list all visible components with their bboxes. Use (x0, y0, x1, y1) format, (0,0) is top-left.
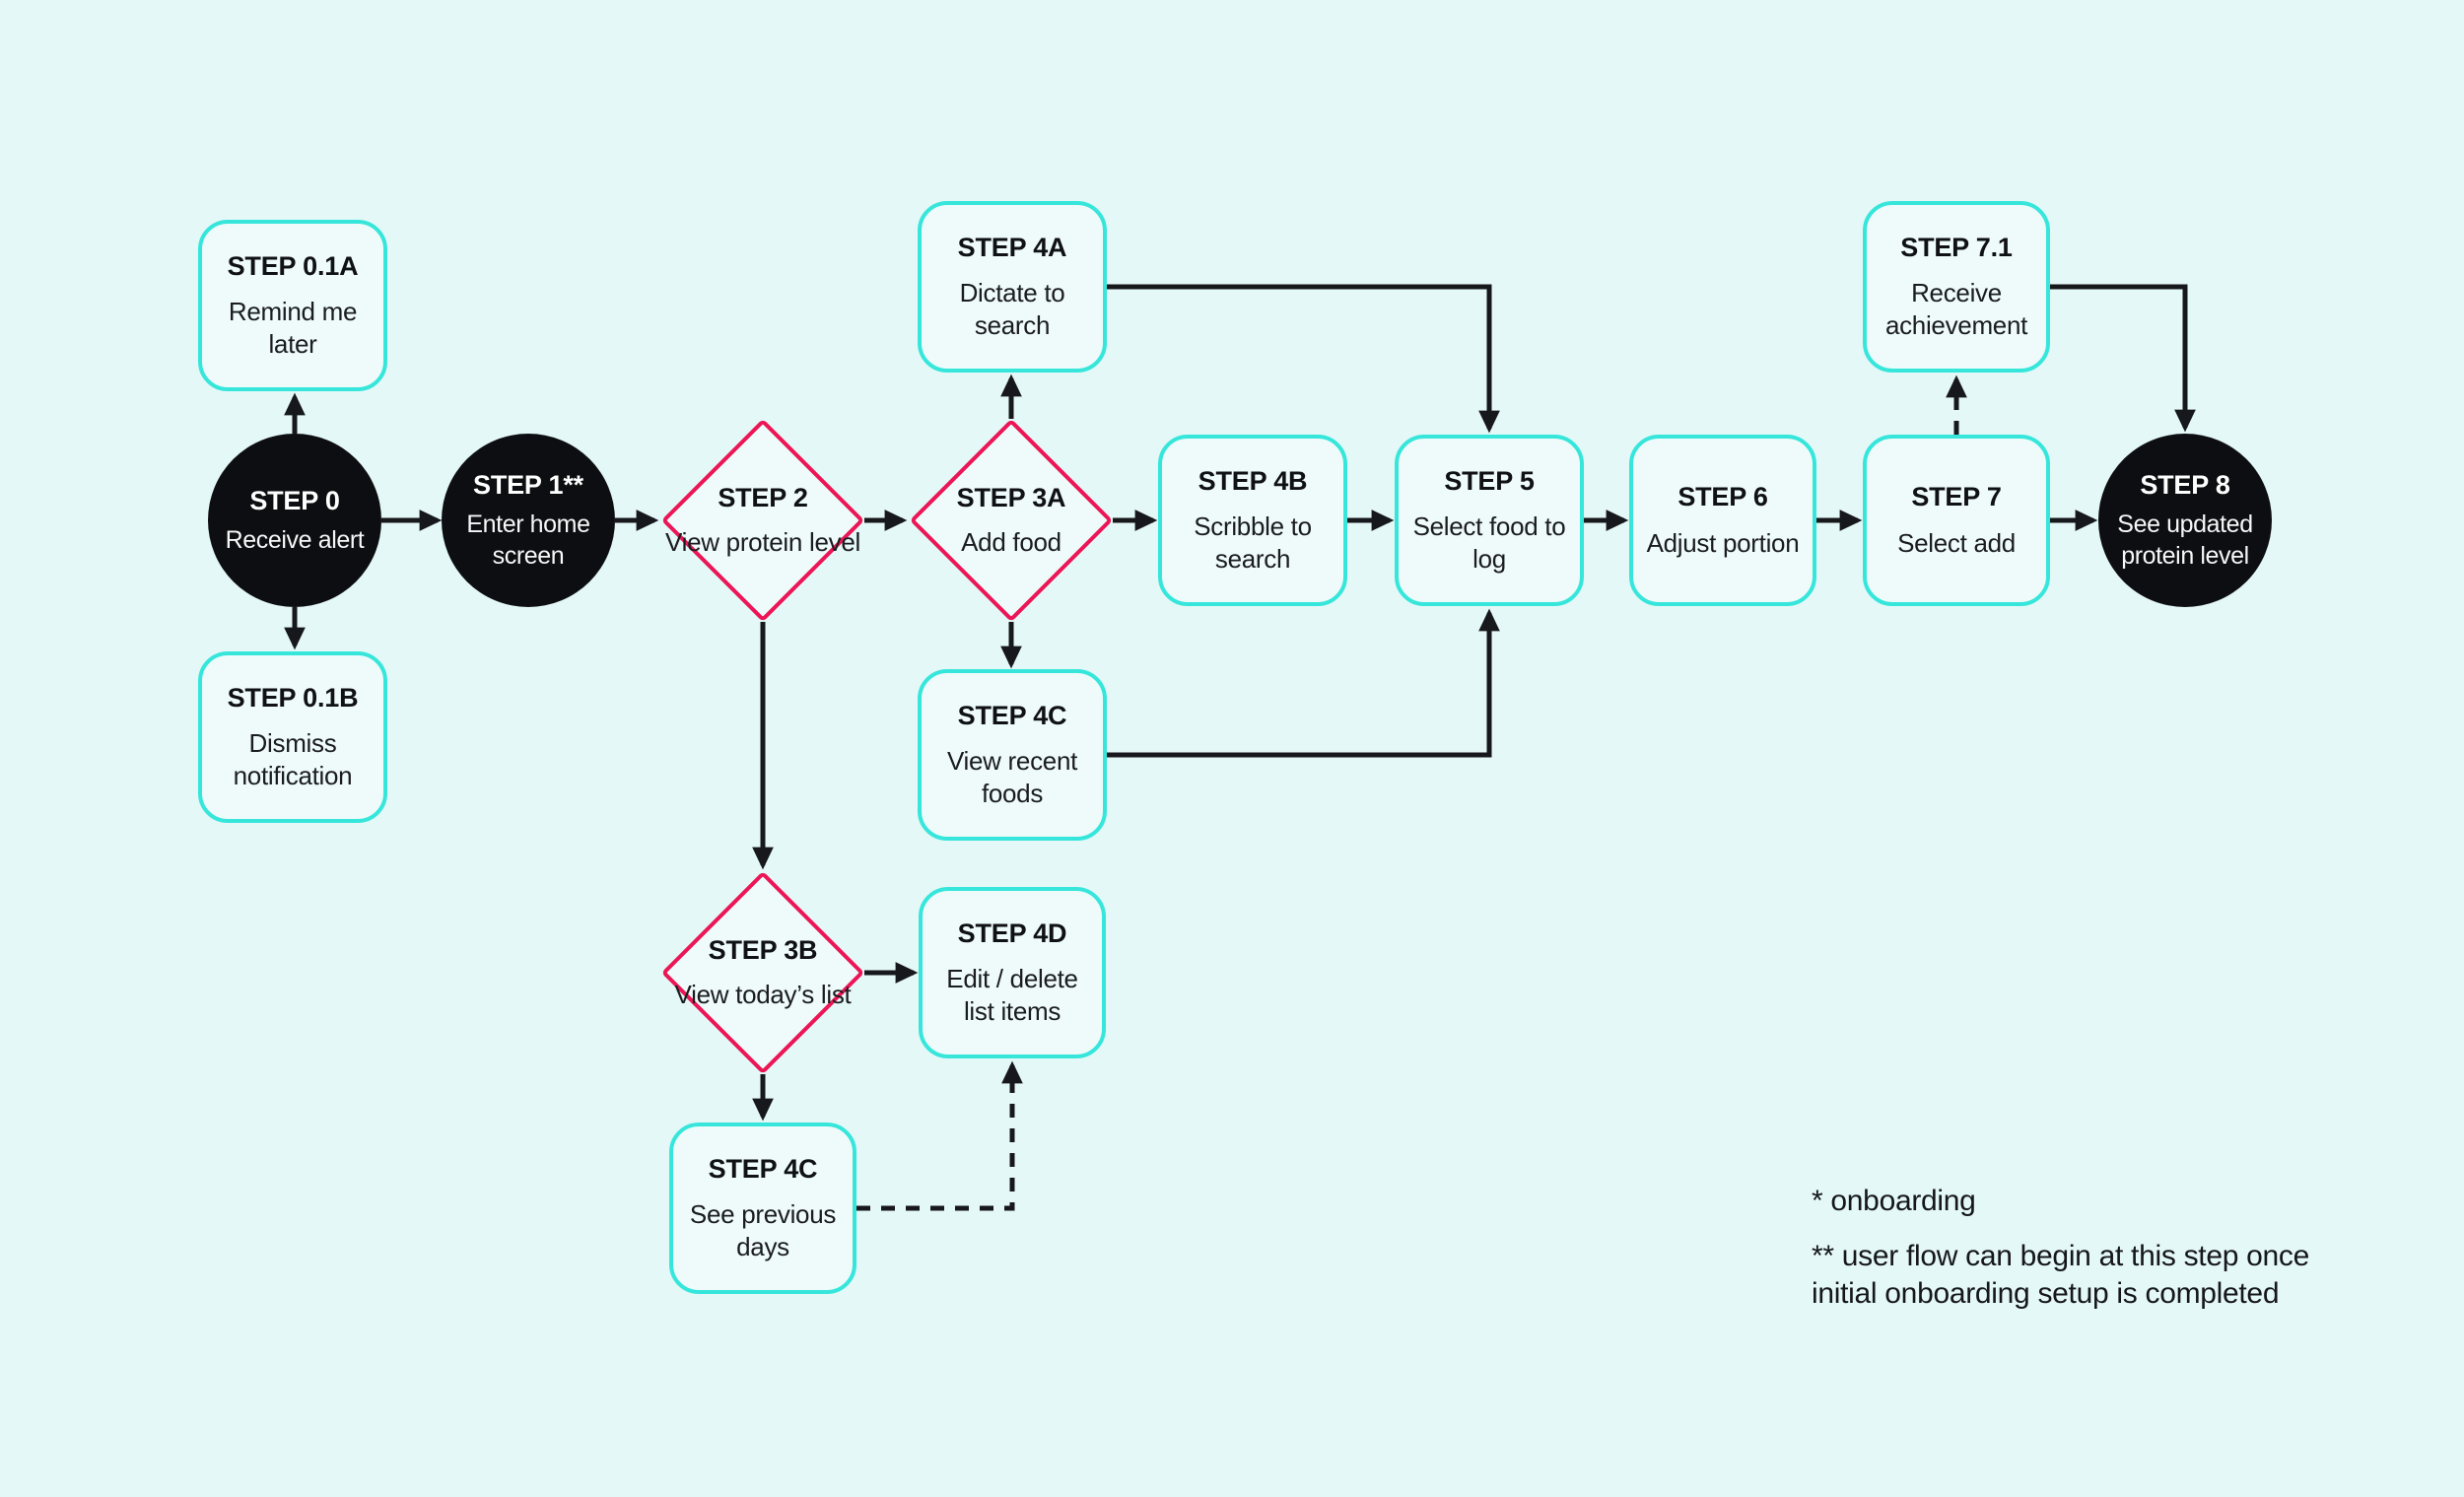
node-title: STEP 5 (1444, 465, 1535, 496)
node-step-1: STEP 1** Enter home screen (442, 434, 615, 607)
node-step-5: STEP 5 Select food to log (1395, 435, 1584, 606)
node-step-7-1: STEP 7.1 Receive achievement (1863, 201, 2050, 373)
node-title: STEP 0.1B (227, 682, 359, 713)
connector-step4c-previous-step4d-dashed (856, 1060, 1023, 1211)
node-step-0-1a: STEP 0.1A Remind me later (198, 220, 387, 391)
node-label: Receive achievement (1884, 277, 2028, 341)
footnote-userflow-line1: ** user flow can begin at this step once (1812, 1240, 2309, 1272)
node-title: STEP 4C (708, 1153, 818, 1184)
node-label: Dismiss notification (233, 727, 353, 791)
node-title: STEP 6 (1677, 482, 1768, 512)
node-label: Dictate to search (959, 277, 1065, 341)
node-label: See updated protein level (2117, 510, 2253, 571)
node-step-2: STEP 2 View protein level (660, 418, 865, 623)
node-step-0: STEP 0 Receive alert (208, 434, 381, 607)
node-title: STEP 0.1A (227, 250, 359, 281)
node-label: View today’s list (674, 979, 852, 1009)
node-title: STEP 0 (249, 485, 340, 515)
node-title: STEP 8 (2140, 469, 2230, 500)
node-title: STEP 7.1 (1900, 232, 2013, 262)
footnotes: * onboarding ** user flow can begin at t… (1812, 1183, 2403, 1313)
node-label: Select food to log (1412, 510, 1566, 575)
node-title: STEP 2 (718, 483, 808, 513)
node-step-4a: STEP 4A Dictate to search (918, 201, 1107, 373)
node-title: STEP 3B (708, 935, 818, 966)
node-label: View recent foods (946, 745, 1078, 809)
node-step-7: STEP 7 Select add (1863, 435, 2050, 606)
connector-step7-1-step8 (2050, 284, 2196, 433)
connector-step4c-recent-step5 (1107, 608, 1500, 758)
node-title: STEP 4A (957, 232, 1067, 262)
node-title: STEP 3A (956, 483, 1066, 513)
connector-step4a-step5 (1107, 284, 1500, 434)
node-label: See previous days (689, 1198, 837, 1262)
node-step-3a: STEP 3A Add food (909, 418, 1114, 623)
node-label: Enter home screen (466, 510, 590, 571)
node-step-6: STEP 6 Adjust portion (1629, 435, 1816, 606)
node-title: STEP 4C (957, 700, 1067, 730)
node-label: Select add (1897, 527, 2016, 558)
node-label: Scribble to search (1194, 510, 1312, 575)
node-step-4b: STEP 4B Scribble to search (1158, 435, 1347, 606)
footnote-onboarding: * onboarding (1812, 1185, 1976, 1217)
node-label: View protein level (665, 526, 860, 557)
node-title: STEP 1** (473, 469, 583, 500)
node-title: STEP 4B (1198, 465, 1308, 496)
node-label: Adjust portion (1646, 527, 1800, 558)
node-label: Edit / delete list items (946, 963, 1078, 1027)
node-step-0-1b: STEP 0.1B Dismiss notification (198, 651, 387, 823)
node-step-4c-previous: STEP 4C See previous days (669, 1123, 856, 1294)
footnote-userflow-line2: initial onboarding setup is completed (1812, 1277, 2280, 1310)
node-label: Add food (961, 526, 1061, 557)
node-title: STEP 4D (957, 918, 1067, 948)
node-step-4d: STEP 4D Edit / delete list items (919, 887, 1106, 1058)
node-label: Remind me later (228, 296, 358, 360)
node-title: STEP 7 (1911, 482, 2002, 512)
node-step-4c-recent: STEP 4C View recent foods (918, 669, 1107, 841)
node-step-8: STEP 8 See updated protein level (2098, 434, 2272, 607)
node-step-3b: STEP 3B View today’s list (660, 870, 865, 1075)
node-label: Receive alert (225, 526, 365, 555)
